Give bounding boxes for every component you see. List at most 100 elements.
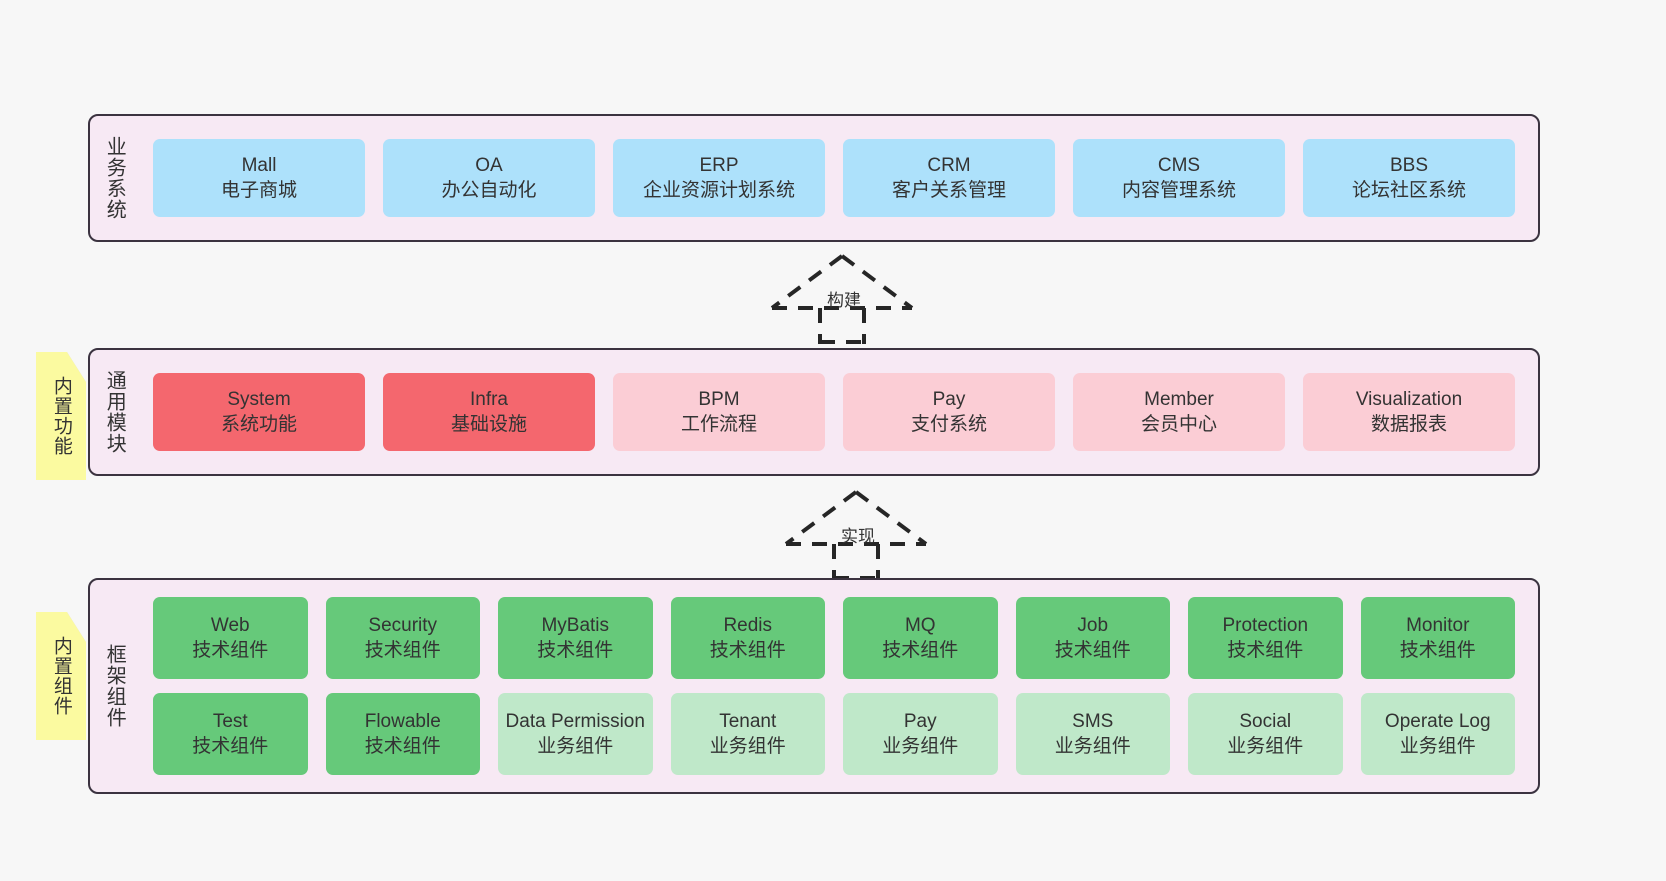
node-title-en: Operate Log [1384,710,1491,732]
node-title-cn: 业务组件 [1399,736,1476,757]
node-cell: OA 办公自动化 [374,139,604,217]
node-title-cn: 工作流程 [680,414,757,435]
node-title-cn: 基础设施 [450,414,527,435]
node-title-cn: 技术组件 [882,640,959,661]
node-mall[interactable]: Mall 电子商城 [153,139,365,217]
node-cell: CRM 客户关系管理 [834,139,1064,217]
node-title-en: Mall [241,154,277,176]
arrow-implement: 实现 [766,488,946,580]
node-title-en: Job [1077,614,1109,636]
node-title-cn: 办公自动化 [441,180,537,201]
node-test[interactable]: Test 技术组件 [153,693,308,775]
note-builtin-function: 内置功能 [36,352,86,480]
node-title-en: CRM [927,154,971,176]
note-builtin-component-label: 内置组件 [50,636,72,716]
node-title-en: Web [210,614,250,636]
node-title-cn: 技术组件 [192,736,269,757]
node-title-cn: 业务组件 [537,736,614,757]
arrow-head-left-edge [770,254,844,310]
node-oa[interactable]: OA 办公自动化 [383,139,595,217]
node-title-en: Test [212,710,248,732]
node-title-en: Infra [469,388,509,410]
arrow-implement-label: 实现 [841,527,875,546]
node-redis[interactable]: Redis 技术组件 [670,597,825,679]
layer-title-framework: 框架组件 [103,644,126,728]
node-title-cn: 业务组件 [709,736,786,757]
note-fold-icon [67,612,86,642]
node-title-en: OA [475,154,503,176]
node-title-en: ERP [699,154,739,176]
layer-title-business: 业务系统 [103,136,126,220]
node-operate-log[interactable]: Operate Log 业务组件 [1360,693,1515,775]
node-title-cn: 电子商城 [220,180,297,201]
node-title-en: SMS [1072,710,1114,732]
node-title-en: Redis [723,614,773,636]
node-crm[interactable]: CRM 客户关系管理 [843,139,1055,217]
node-title-cn: 系统功能 [220,414,297,435]
node-job[interactable]: Job 技术组件 [1015,597,1170,679]
node-title-cn: 会员中心 [1140,414,1217,435]
node-infra[interactable]: Infra 基础设施 [383,373,595,451]
node-title-en: Pay [903,710,937,732]
arrow-build-label: 构建 [827,291,861,310]
node-title-cn: 业务组件 [1227,736,1304,757]
note-builtin-function-label: 内置功能 [50,376,72,456]
node-title-en: MQ [904,614,936,636]
node-title-cn: 技术组件 [709,640,786,661]
node-monitor[interactable]: Monitor 技术组件 [1360,597,1515,679]
node-title-en: Monitor [1406,614,1470,636]
node-title-cn: 技术组件 [1399,640,1476,661]
node-title-cn: 技术组件 [192,640,269,661]
node-web[interactable]: Web 技术组件 [153,597,308,679]
arrow-head-right-edge [854,490,928,546]
arrow-head-right-edge [840,254,914,310]
node-mq[interactable]: MQ 技术组件 [843,597,998,679]
layer-title-common: 通用模块 [103,370,126,454]
node-title-cn: 业务组件 [1054,736,1131,757]
node-cell: Test 技术组件 [144,693,317,775]
node-title-cn: 技术组件 [364,736,441,757]
node-sms[interactable]: SMS 业务组件 [1015,693,1170,775]
node-title-cn: 技术组件 [1054,640,1131,661]
node-title-en: CMS [1157,154,1201,176]
node-title-cn: 客户关系管理 [891,180,1006,201]
node-cell: Monitor 技术组件 [1352,597,1525,679]
node-title-cn: 数据报表 [1370,414,1447,435]
arrow-head-left-edge [784,490,858,546]
